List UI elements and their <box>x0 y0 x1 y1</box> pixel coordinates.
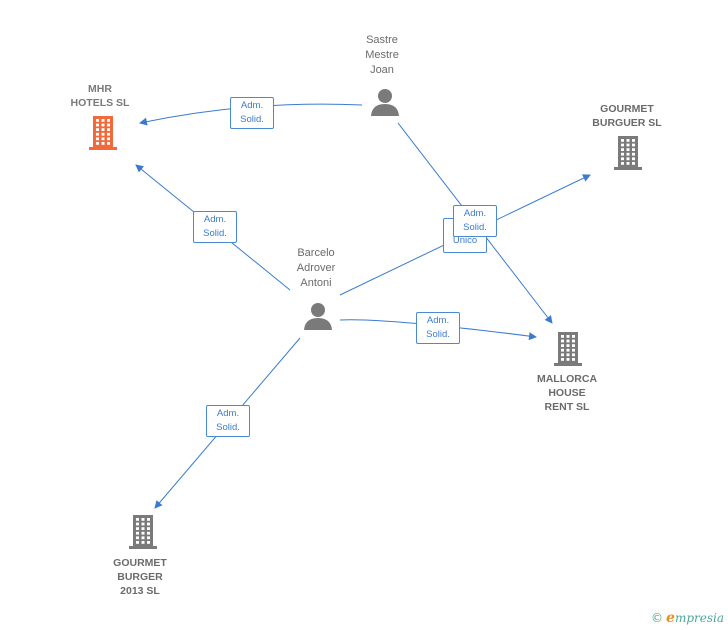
relation-label: Adm. Solid. <box>193 211 237 243</box>
node-mhr[interactable] <box>88 115 118 156</box>
node-sastre[interactable] <box>370 87 400 122</box>
node-barcelo[interactable] <box>303 301 333 336</box>
building-icon <box>554 332 582 366</box>
node-label-mhr[interactable]: MHR HOTELS SL <box>70 83 130 109</box>
building-icon <box>89 116 117 150</box>
relation-label: Adm. Solid. <box>206 405 250 437</box>
relation-label: Adm. Solid. <box>416 312 460 344</box>
node-label-sastre[interactable]: Sastre Mestre Joan <box>365 33 399 76</box>
edge-barcelo-to-mallorca <box>339 319 537 341</box>
node-label-mallorca[interactable]: MALLORCA HOUSE RENT SL <box>536 373 598 413</box>
node-label-gourmet_burguer[interactable]: GOURMET BURGUER SL <box>592 103 662 129</box>
node-gourmet_burguer[interactable] <box>613 135 643 176</box>
person-icon <box>304 303 332 330</box>
node-label-gourmet_burger[interactable]: GOURMET BURGER 2013 SL <box>113 557 167 597</box>
building-icon <box>129 515 157 549</box>
node-label-barcelo[interactable]: Barcelo Adrover Antoni <box>296 246 336 289</box>
relation-label: Adm. Solid. <box>453 205 497 237</box>
building-icon <box>614 136 642 170</box>
person-icon <box>371 89 399 116</box>
node-gourmet_burger[interactable] <box>128 514 158 555</box>
copyright-symbol: © <box>651 611 664 625</box>
brand-name: mpresia <box>674 611 724 625</box>
relation-label: Adm. Solid. <box>230 97 274 129</box>
brand-initial: e <box>666 610 675 626</box>
node-mallorca[interactable] <box>553 331 583 372</box>
empresia-watermark: ©empresia <box>651 610 724 626</box>
